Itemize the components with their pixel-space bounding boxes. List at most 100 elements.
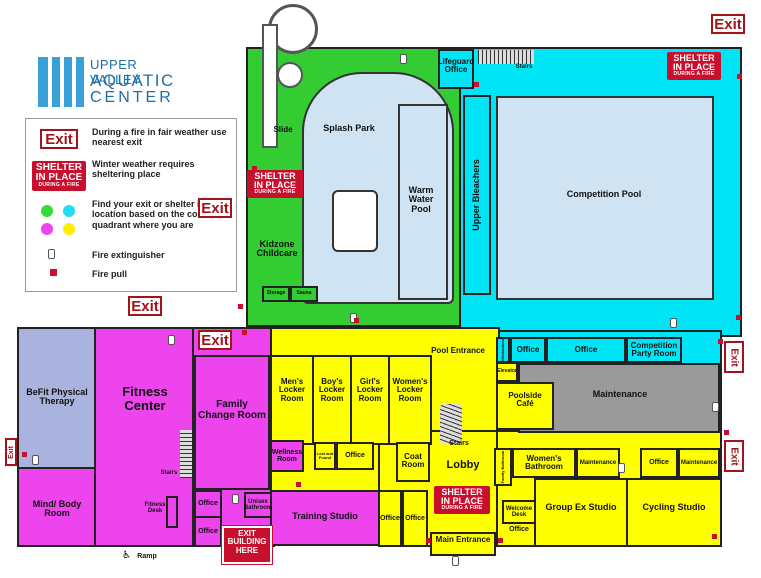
fitness-desk bbox=[166, 496, 178, 528]
office-magenta-2 bbox=[194, 516, 222, 547]
legend-pull-text: Fire pull bbox=[92, 269, 128, 279]
lost-found-label: Lost and Found bbox=[316, 450, 334, 460]
stairs-lobby bbox=[440, 404, 462, 444]
welcome-desk-label: Welcome Desk bbox=[505, 505, 533, 518]
maintenance-yellow-1-label: Maintenance bbox=[579, 459, 617, 466]
maintenance-yellow-1 bbox=[576, 448, 620, 478]
family-change-room-label: Family Change Room bbox=[198, 399, 266, 421]
mind-body-label: Mind/ Body Room bbox=[32, 499, 82, 519]
group-ex-studio-label: Group Ex Studio bbox=[545, 502, 617, 512]
befit-room bbox=[17, 327, 96, 469]
warm-water-pool-label: Warm Water Pool bbox=[408, 185, 434, 214]
elevator bbox=[496, 362, 518, 382]
sauna-label: Sauna bbox=[296, 290, 312, 297]
brand-line1: UPPER VALLEY bbox=[90, 57, 142, 87]
mens-locker-room bbox=[270, 355, 314, 445]
maintenance-yellow-2-label: Maintenance bbox=[680, 459, 718, 466]
main-entrance bbox=[430, 532, 496, 556]
competition-party-room bbox=[626, 337, 682, 363]
cycling-studio-label: Cycling Studio bbox=[642, 502, 706, 512]
lifeguard-office bbox=[438, 49, 474, 89]
fire-pull-icon bbox=[712, 534, 717, 539]
poolside-cafe bbox=[496, 382, 554, 430]
fire-extinguisher-icon bbox=[400, 54, 407, 64]
fitness-desk-label: Fitness Desk bbox=[144, 502, 166, 515]
fire-extinguisher-icon bbox=[168, 335, 175, 345]
wheelchair-icon: ♿ bbox=[122, 550, 131, 561]
slide-spiral bbox=[277, 62, 303, 88]
office-cyan-1 bbox=[510, 337, 546, 363]
poolside-cafe-label: Poolside Café bbox=[508, 391, 542, 409]
fire-extinguisher-icon bbox=[452, 556, 459, 566]
family-bathroom-label: Family Bathroom bbox=[499, 450, 505, 484]
exit-sign-west-magenta: Exit bbox=[5, 438, 17, 466]
exit-building-here-sign: EXIT BUILDING HERE bbox=[221, 525, 273, 565]
lifeguard-office-label: Lifeguard Office bbox=[437, 57, 475, 75]
legend-cyan-dot bbox=[63, 205, 75, 217]
shelter-sign-north-east: SHELTER IN PLACE DURING A FIRE bbox=[667, 52, 721, 80]
brand-line3: CENTER bbox=[90, 89, 174, 106]
competition-party-room-label: Competition Party Room bbox=[630, 340, 678, 358]
shelter-sign-green: SHELTER IN PLACE DURING A FIRE bbox=[247, 170, 303, 198]
stairs-lobby-label: Stairs bbox=[449, 440, 469, 447]
fire-extinguisher-icon bbox=[32, 455, 39, 465]
fire-pull-icon bbox=[718, 339, 723, 344]
splash-park-label: Splash Park bbox=[323, 123, 375, 133]
fire-extinguisher-icon bbox=[670, 318, 677, 328]
fire-extinguisher-icon bbox=[712, 402, 719, 412]
girls-locker-room-label: Girl's Locker Room bbox=[356, 377, 384, 403]
exit-sign-east-1: Exit bbox=[724, 341, 744, 373]
sauna-room bbox=[290, 286, 318, 302]
welcome-desk bbox=[502, 500, 536, 524]
legend-green-dot bbox=[41, 205, 53, 217]
legend-extinguisher-icon bbox=[48, 249, 55, 259]
fire-pull-icon bbox=[724, 430, 729, 435]
cycling-studio bbox=[626, 478, 722, 547]
legend-yellow-dot bbox=[63, 223, 75, 235]
fire-extinguisher-icon bbox=[232, 494, 239, 504]
legend-quadrant-text: Find your exit or shelter in place locat… bbox=[92, 199, 231, 230]
legend-shelter-sign: SHELTER IN PLACE DURING A FIRE bbox=[32, 161, 86, 191]
stairs-top bbox=[478, 50, 534, 64]
fire-pull-icon bbox=[426, 538, 431, 543]
maintenance-yellow-2 bbox=[678, 448, 720, 478]
womens-bathroom-label: Women's Bathroom bbox=[525, 453, 563, 471]
stairs-fitness bbox=[180, 430, 192, 478]
legend-exit-text: During a fire in fair weather use neares… bbox=[92, 127, 227, 148]
fire-pull-icon bbox=[252, 166, 257, 171]
legend-extinguisher-text: Fire extinguisher bbox=[92, 250, 165, 260]
fire-pull-icon bbox=[242, 330, 247, 335]
elevator-label: Elevator bbox=[497, 368, 517, 375]
main-entrance-label: Main Entrance bbox=[435, 535, 491, 544]
exit-sign-family-change: Exit bbox=[198, 330, 232, 350]
office-cyan-2-label: Office bbox=[574, 344, 598, 354]
legend-magenta-dot bbox=[41, 223, 53, 235]
lazy-river bbox=[332, 190, 378, 252]
office-yellow-3 bbox=[378, 490, 402, 547]
shelter-sign-lobby: SHELTER IN PLACE DURING A FIRE bbox=[434, 486, 490, 514]
stairs-fitness-label: Stairs bbox=[160, 470, 178, 476]
exit-sign-top-right: Exit bbox=[711, 14, 745, 34]
logo: UPPER VALLEY AQUATIC CENTER bbox=[38, 57, 188, 111]
fitness-center-label: Fitness Center bbox=[122, 384, 168, 413]
fire-pull-icon bbox=[354, 318, 359, 323]
mens-locker-room-label: Men's Locker Room bbox=[278, 377, 306, 403]
slide-tube bbox=[262, 24, 278, 148]
storage-room bbox=[262, 286, 290, 302]
exit-sign-west-green: Exit bbox=[198, 198, 232, 218]
boys-locker-room-label: Boy's Locker Room bbox=[318, 377, 346, 403]
ramp-label: Ramp bbox=[137, 553, 157, 560]
brand-line2: AQUATIC bbox=[90, 71, 175, 90]
upper-bleachers bbox=[463, 95, 491, 295]
legend-exit-sign: Exit bbox=[40, 129, 78, 149]
lobby-label: Lobby bbox=[446, 459, 480, 471]
storage-label: Storage bbox=[266, 290, 286, 297]
fire-pull-icon bbox=[238, 304, 243, 309]
office-yellow-2 bbox=[640, 448, 678, 478]
legend-shelter-text: Winter weather requires sheltering place bbox=[92, 159, 195, 180]
kidzone-label: Kidzone Childcare bbox=[256, 239, 298, 259]
office-yellow-1-label: Office bbox=[345, 452, 365, 460]
fire-pull-icon bbox=[736, 315, 741, 320]
slide-label: Slide bbox=[273, 125, 293, 134]
warm-water-pool bbox=[398, 104, 448, 300]
